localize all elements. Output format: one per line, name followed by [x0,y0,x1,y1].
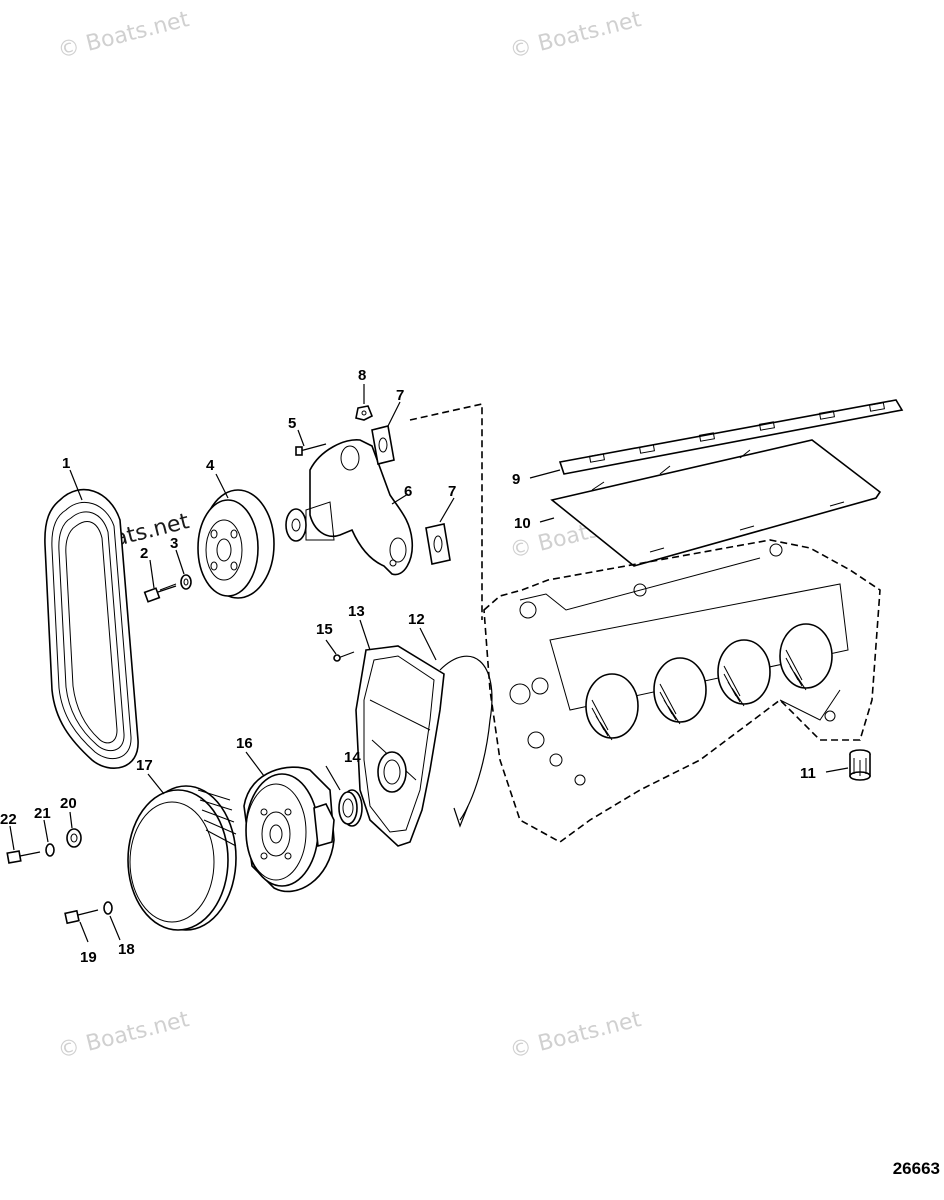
callout-14: 14 [344,749,361,766]
callout-20: 20 [60,795,77,812]
callout-12: 12 [408,611,425,628]
timing-cover-gasket [439,655,493,828]
callout-11: 11 [800,765,816,782]
nut-8 [355,405,374,421]
drive-belt [44,488,139,769]
crankshaft-seal [338,789,363,827]
callout-18: 18 [118,941,135,958]
bolt-2 [143,583,177,603]
callout-7: 7 [448,483,456,500]
engine-block [483,539,881,843]
callout-4: 4 [206,457,215,474]
callout-13: 13 [348,603,365,620]
washer-20 [66,828,82,848]
watermark: © Boats.net [55,7,192,64]
water-pump-gasket-upper [371,425,395,465]
leader-lines [9,384,849,943]
callout-22: 22 [0,811,17,828]
callout-9: 9 [512,471,520,488]
callout-8: 8 [358,367,366,384]
cylinder-bores [585,623,833,741]
lock-washer-21 [45,843,55,857]
watermark: © Boats.net [507,1007,644,1064]
callout-5: 5 [288,415,296,432]
watermark: © Boats.net [507,7,644,64]
timing-cover [355,645,445,847]
callout-15: 15 [316,621,333,638]
cylinder-head-gasket [558,399,904,475]
bolt-22 [6,850,41,864]
callout-7: 7 [396,387,404,404]
figure-id: 26663 [893,1159,940,1178]
callout-2: 2 [140,545,148,562]
callout-16: 16 [236,735,253,752]
bolt-15 [333,651,355,662]
water-pump-pulley [197,489,275,599]
plug-11 [849,749,871,781]
bolt-5 [295,443,327,456]
crankshaft-pulley [127,785,237,931]
callout-17: 17 [136,757,153,774]
water-pump [285,439,414,576]
washer-3 [180,574,192,590]
watermark: © Boats.net [55,1007,192,1064]
callout-10: 10 [514,515,531,532]
washer-18 [103,901,113,915]
bolt-19 [64,909,99,925]
callouts: 1 2 3 4 5 6 7 7 8 9 10 11 12 13 14 15 16… [0,367,816,966]
callout-3: 3 [170,535,178,552]
valley-cover [550,439,882,567]
callout-19: 19 [80,949,97,966]
callout-21: 21 [34,805,51,822]
callout-1: 1 [62,455,70,472]
harmonic-balancer [243,766,335,893]
callout-6: 6 [404,483,412,500]
reference-line [409,403,483,620]
water-pump-gasket-lower [425,523,451,565]
